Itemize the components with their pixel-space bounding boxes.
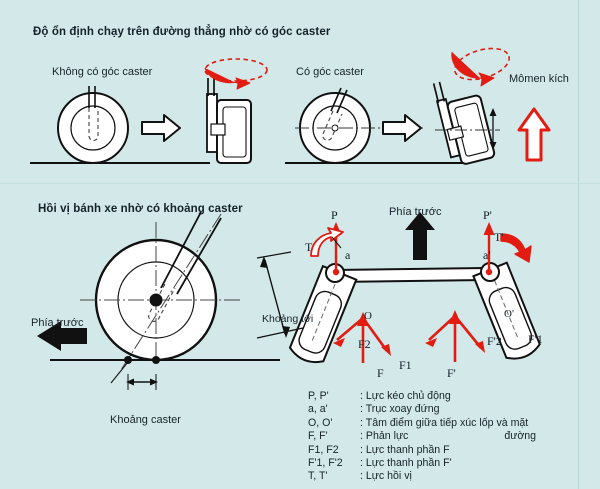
- legend-row: F, F': Phản lực đường: [308, 430, 536, 443]
- legend-row: F'1, F'2: Lực thanh phần F': [308, 457, 536, 470]
- legend-sep: :: [360, 457, 363, 470]
- legend-wrap-word: đường: [504, 430, 537, 443]
- legend-key: O, O': [308, 416, 333, 429]
- legend-key: F'1, F'2: [308, 457, 343, 470]
- legend-desc: Phản lực: [365, 430, 409, 443]
- marker-a-right: a': [483, 248, 491, 262]
- legend-sep: :: [360, 430, 363, 443]
- legend-block: P, P': Lực kéo chủ động a, a': Trục xoay…: [308, 390, 536, 484]
- legend-sep: :: [360, 470, 363, 483]
- legend-key: F, F': [308, 430, 328, 443]
- marker-t-right: T': [494, 230, 504, 244]
- marker-p-left: P: [331, 208, 338, 222]
- section-separator: [0, 183, 600, 184]
- legend-desc: Lực thanh phần F': [365, 457, 452, 470]
- legend-key: F1, F2: [308, 443, 339, 456]
- rotation-arrow-icon-right: [451, 47, 510, 87]
- legend-desc: Lực kéo chủ động: [365, 390, 451, 402]
- marker-f1-left: F1: [399, 358, 412, 372]
- marker-p-right: P': [483, 208, 492, 222]
- marker-o-left: O: [364, 310, 372, 322]
- legend-key: T, T': [308, 470, 328, 483]
- force-diagram: [256, 212, 541, 364]
- bottom-section-heading: Hồi vị bánh xe nhờ có khoảng caster: [38, 203, 243, 215]
- legend-sep: :: [360, 403, 363, 416]
- legend-desc: Lực hồi vị: [365, 470, 412, 483]
- legend-row: P, P': Lực kéo chủ động: [308, 390, 536, 403]
- legend-row: O, O': Tâm điểm giữa tiếp xúc lốp và mặt: [308, 417, 536, 430]
- with-caster-label: Có góc caster: [296, 66, 364, 78]
- legend-sep: :: [360, 416, 363, 429]
- with-caster-diagram: [285, 81, 500, 165]
- marker-t-left: T: [305, 240, 313, 254]
- right-edge-divider: [578, 0, 579, 489]
- legend-row: a, a': Trục xoay đứng: [308, 403, 536, 416]
- legend-desc: Tâm điểm giữa tiếp xúc lốp và mặt: [365, 416, 529, 429]
- marker-forward-label: Phía trước: [389, 206, 442, 218]
- legend-desc: Lực thanh phần F: [365, 443, 450, 456]
- caster-trail-diagram: [37, 211, 280, 390]
- legend-key: a, a': [308, 403, 328, 416]
- moment-label: Mômen kích: [509, 73, 569, 85]
- no-caster-label: Không có góc caster: [52, 66, 153, 78]
- caster-trail-label: Khoảng caster: [110, 414, 181, 426]
- marker-f2-right: F'2: [487, 334, 502, 348]
- lead-distance-label: Khoảng tới: [262, 313, 314, 325]
- forward-label-wheel: Phía trước: [31, 317, 84, 329]
- marker-f2-left: F2: [358, 337, 371, 351]
- marker-f-right: F': [447, 366, 456, 380]
- marker-f-left: F: [377, 366, 384, 380]
- up-arrow-icon: [517, 107, 551, 162]
- marker-o-right: O': [504, 308, 514, 320]
- top-section-heading: Độ ổn định chạy trên đường thẳng nhờ có …: [33, 26, 331, 38]
- no-caster-diagram: [30, 78, 252, 164]
- legend-key: P, P': [308, 390, 329, 402]
- legend-sep: :: [360, 443, 363, 456]
- legend-row: T, T': Lực hồi vị: [308, 470, 536, 483]
- marker-a-left: a: [345, 248, 351, 262]
- legend-desc: Trục xoay đứng: [365, 403, 440, 416]
- legend-row: F1, F2: Lực thanh phần F: [308, 444, 536, 457]
- rotation-arrow-icon-left: [204, 58, 268, 90]
- marker-f1-right: F'1: [528, 332, 543, 346]
- legend-sep: :: [360, 390, 363, 402]
